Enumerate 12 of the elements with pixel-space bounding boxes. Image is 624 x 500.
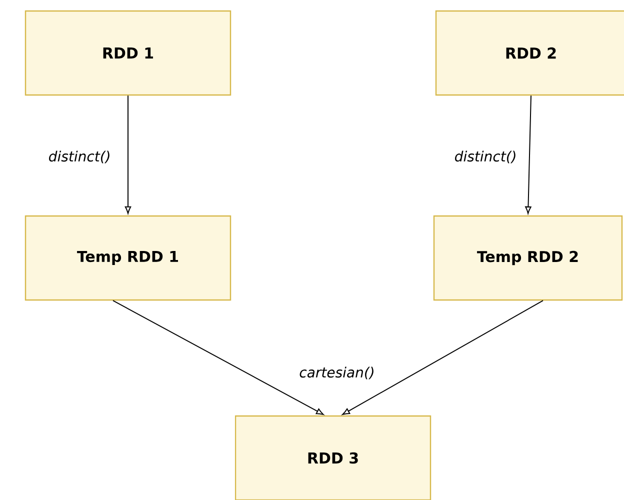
process-box: RDD 2 [435, 10, 624, 96]
edge-label: cartesian() [298, 366, 376, 380]
process-box: Temp RDD 2 [433, 215, 623, 301]
edge-label: distinct() [453, 150, 518, 164]
arrow [112, 300, 324, 415]
process-box: Temp RDD 1 [24, 215, 232, 301]
edge-label: distinct() [47, 150, 112, 164]
arrow [525, 95, 532, 214]
process-box: RDD 3 [234, 415, 432, 500]
arrow [124, 95, 132, 214]
arrow [342, 300, 544, 415]
process-box: RDD 1 [24, 10, 232, 96]
